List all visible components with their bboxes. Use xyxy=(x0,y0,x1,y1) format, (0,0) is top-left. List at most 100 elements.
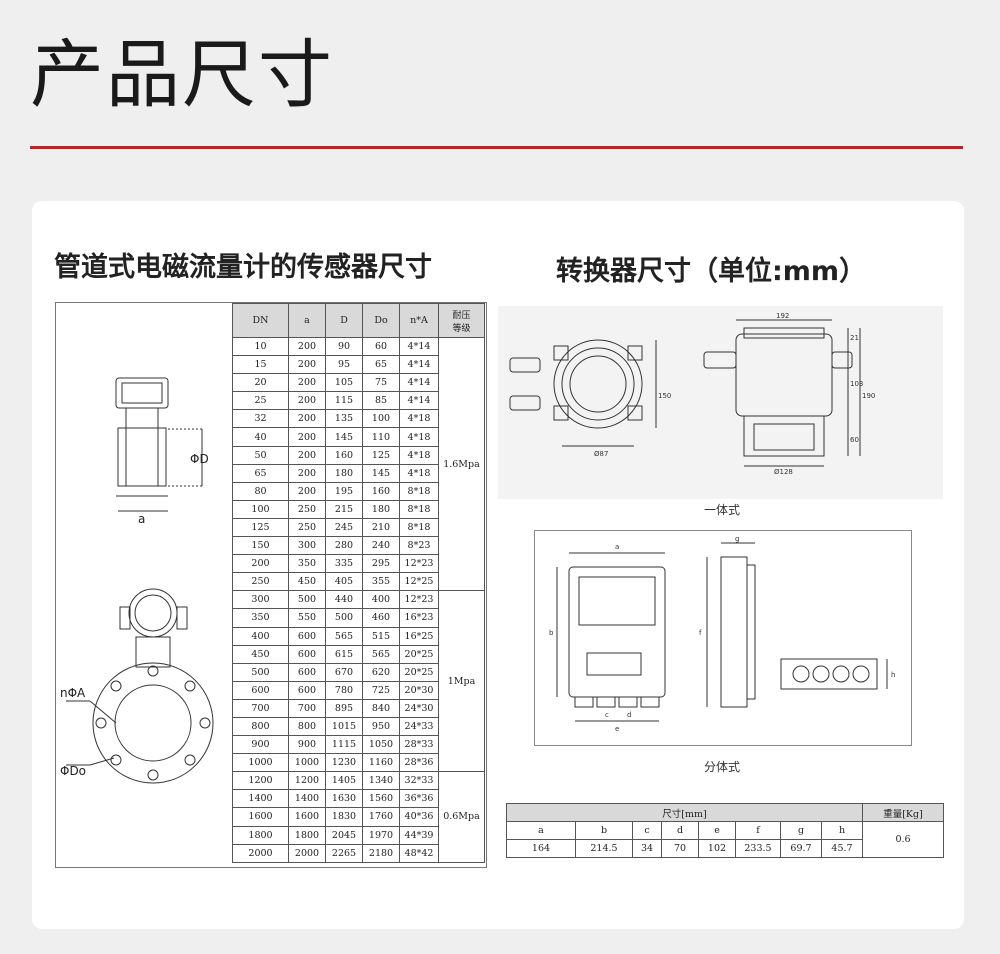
table-cell: 1160 xyxy=(362,753,400,773)
table-cell: 150 xyxy=(232,536,289,556)
split-h: h xyxy=(891,671,895,679)
split-caption: 分体式 xyxy=(704,760,741,774)
table-cell: 20*30 xyxy=(399,680,439,700)
table-cell: 250 xyxy=(288,517,326,538)
split-b: b xyxy=(549,629,554,637)
table-cell: 28*33 xyxy=(399,735,439,755)
letter-cell: c xyxy=(632,821,662,840)
table-cell: 4*18 xyxy=(399,463,439,483)
table-cell: 400 xyxy=(232,626,289,646)
table-cell: 725 xyxy=(362,680,400,700)
page-title: 产品尺寸 xyxy=(30,32,334,118)
letter-cell: h xyxy=(821,821,863,840)
table-cell: 355 xyxy=(362,572,400,592)
table-cell: 1340 xyxy=(362,771,400,791)
table-cell: 8*23 xyxy=(399,536,439,556)
table-cell: 200 xyxy=(288,409,326,429)
table-cell: 80 xyxy=(232,481,289,501)
table-cell: 24*33 xyxy=(399,716,439,737)
table-cell: 700 xyxy=(232,698,289,718)
table-cell: 245 xyxy=(325,517,363,538)
table-cell: 60 xyxy=(362,336,400,357)
table-cell: 1970 xyxy=(362,825,400,845)
table-cell: 1230 xyxy=(325,753,363,773)
table-cell: 1200 xyxy=(232,771,289,791)
table-cell: 200 xyxy=(288,355,326,375)
table-cell: 600 xyxy=(288,662,326,682)
weight-value: 0.6 xyxy=(862,821,944,858)
table-cell: 295 xyxy=(362,554,400,574)
table-cell: 36*36 xyxy=(399,789,439,809)
integral-converter-drawing: Ø87 150 192 21 103 190 60 Ø128 xyxy=(498,306,943,499)
table-cell: 40 xyxy=(232,427,289,447)
dim-h21: 21 xyxy=(850,334,859,342)
table-cell: 8*18 xyxy=(399,517,439,538)
table-cell: 1600 xyxy=(288,807,326,827)
split-g: g xyxy=(735,535,739,543)
table-cell: 400 xyxy=(362,590,400,610)
table-cell: 440 xyxy=(325,590,363,610)
table-cell: 405 xyxy=(325,572,363,592)
table-cell: 900 xyxy=(232,735,289,755)
table-cell: 110 xyxy=(362,427,400,447)
split-converter-drawing: a b c d e f g h xyxy=(534,530,912,746)
pressure-grade-cell: 0.6Mpa xyxy=(438,771,485,863)
table-cell: 250 xyxy=(288,499,326,519)
table-cell: 125 xyxy=(232,517,289,538)
table-cell: 700 xyxy=(288,698,326,718)
table-cell: 145 xyxy=(325,427,363,447)
table-cell: 250 xyxy=(232,572,289,592)
table-cell: 900 xyxy=(288,735,326,755)
title-divider xyxy=(30,146,963,149)
table-cell: 200 xyxy=(288,336,326,357)
dim-w192: 192 xyxy=(776,312,789,320)
col-do: Do xyxy=(362,303,400,338)
table-cell: 160 xyxy=(325,445,363,465)
value-cell: 102 xyxy=(698,839,736,858)
table-cell: 4*14 xyxy=(399,391,439,411)
table-cell: 2265 xyxy=(325,843,363,863)
table-cell: 115 xyxy=(325,391,363,411)
table-cell: 600 xyxy=(288,680,326,700)
table-cell: 1000 xyxy=(288,753,326,773)
table-cell: 240 xyxy=(362,536,400,556)
table-cell: 20*25 xyxy=(399,644,439,664)
table-cell: 615 xyxy=(325,644,363,664)
table-cell: 2000 xyxy=(232,843,289,863)
table-cell: 65 xyxy=(232,463,289,483)
dim-h103: 103 xyxy=(850,380,863,388)
dim-h150: 150 xyxy=(658,392,671,400)
table-cell: 210 xyxy=(362,517,400,538)
table-cell: 1760 xyxy=(362,807,400,827)
table-cell: 600 xyxy=(288,644,326,664)
col-dn: DN xyxy=(232,303,289,338)
converter-dimension-table: 尺寸[mm] 重量[Kg] a b c d e f g h 0.6 164 21… xyxy=(506,803,944,858)
table-cell: 12*23 xyxy=(399,554,439,574)
table-cell: 500 xyxy=(325,608,363,628)
table-cell: 100 xyxy=(232,499,289,519)
table-cell: 32*33 xyxy=(399,771,439,791)
table-cell: 300 xyxy=(232,590,289,610)
table-cell: 1050 xyxy=(362,735,400,755)
content-card: 管道式电磁流量计的传感器尺寸 转换器尺寸（单位:mm） xyxy=(32,201,964,929)
table-cell: 1015 xyxy=(325,716,363,737)
table-cell: 1600 xyxy=(232,807,289,827)
converter-heading: 转换器尺寸（单位:mm） xyxy=(556,256,867,287)
table-cell: 145 xyxy=(362,463,400,483)
split-f: f xyxy=(699,629,702,637)
table-cell: 200 xyxy=(288,373,326,393)
